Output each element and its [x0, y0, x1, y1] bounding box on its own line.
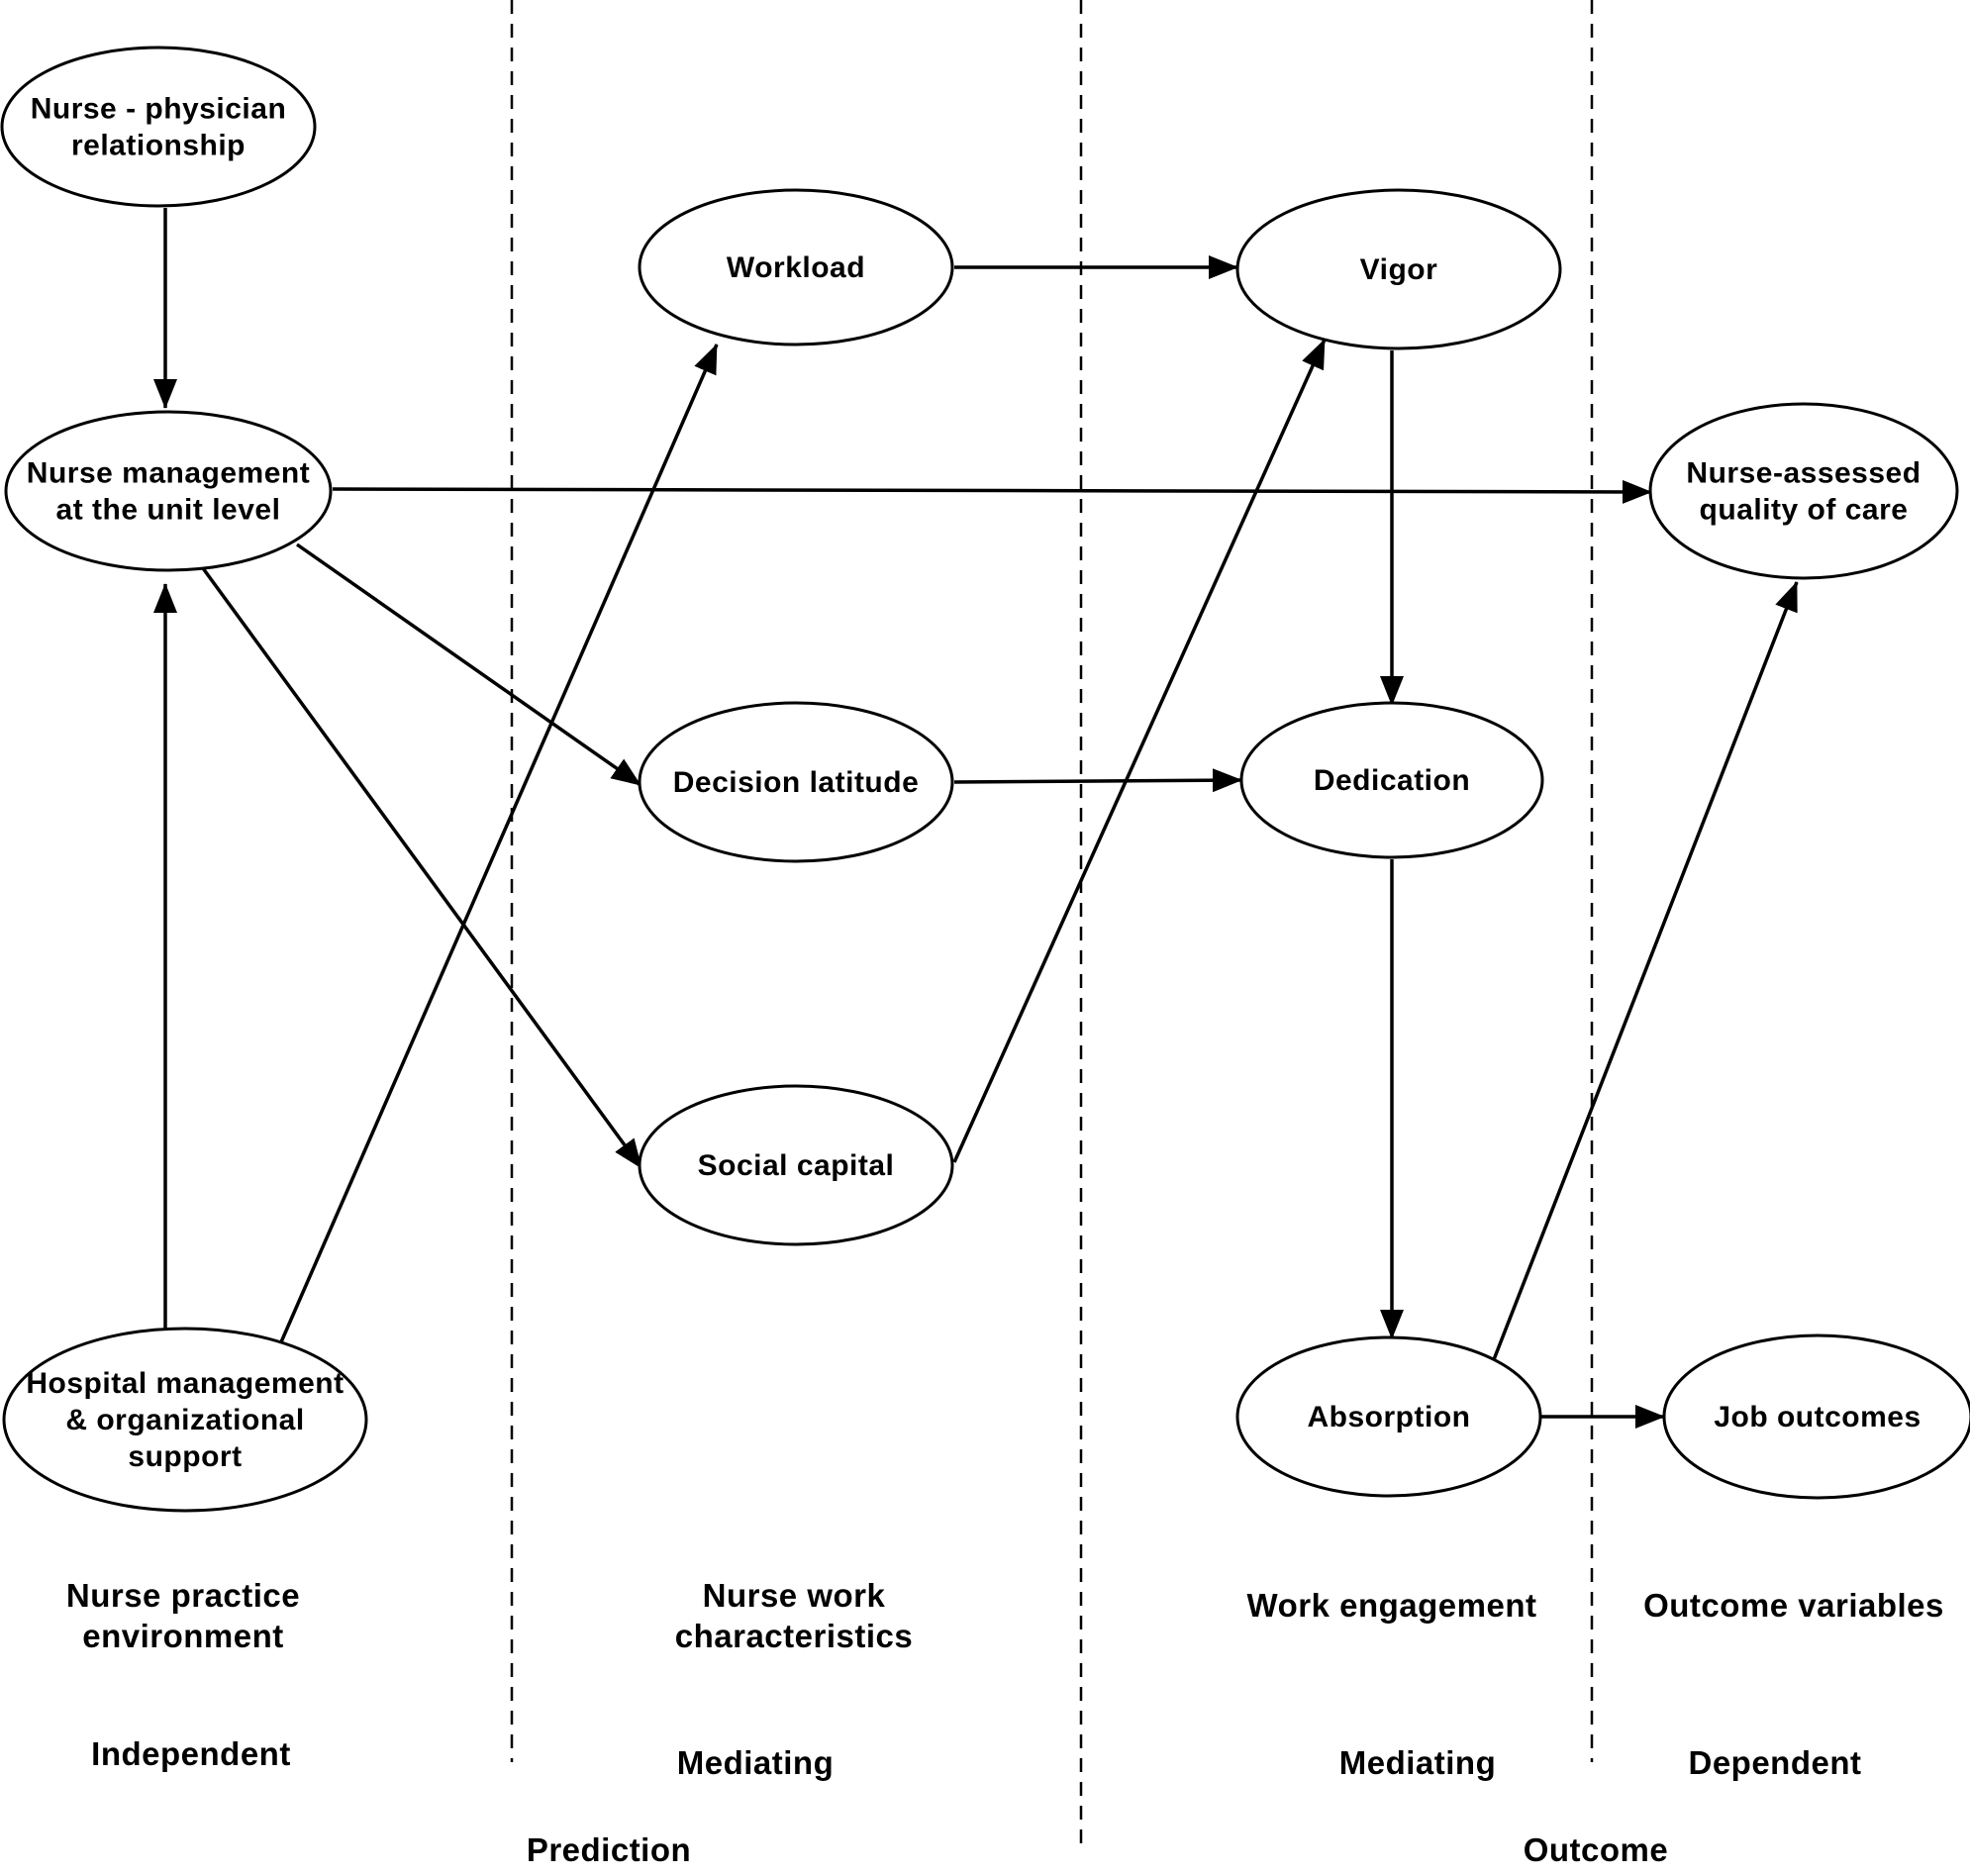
node-vigor-ellipse: [1235, 188, 1562, 350]
node-nurse-management-unit-level-ellipse: [4, 410, 333, 572]
node-job-outcomes-label-line1: Job outcomes: [1714, 1401, 1921, 1433]
node-decision-latitude: Decision latitude: [638, 701, 954, 863]
node-nurse-management-unit-level-label-line1: Nurse management: [27, 457, 310, 490]
node-hospital-management-support-label-line1: Hospital management: [26, 1367, 344, 1400]
column-label-work-characteristics-line2: characteristics: [675, 1618, 913, 1654]
node-hospital-management-support: Hospital management & organizational suppo…: [2, 1327, 368, 1513]
column-label-environment-line1: Nurse practice: [66, 1577, 300, 1614]
arrow-absorption-to-quality-of-care: [1491, 581, 1799, 1363]
node-job-outcomes-ellipse: [1662, 1333, 1970, 1500]
node-decision-latitude-label-line1: Decision latitude: [673, 766, 920, 799]
node-nurse-assessed-quality-of-care-label-line2: quality of care: [1700, 494, 1909, 527]
arrow-decision-latitude-to-dedication: [953, 768, 1242, 793]
node-social-capital-label-line1: Social capital: [698, 1149, 895, 1182]
edges-layer: [153, 208, 1799, 1429]
arrow-nurse-management-to-decision-latitude: [295, 543, 642, 787]
column-work-engagement: Work engagement Mediating: [1247, 1587, 1537, 1781]
node-nurse-physician-relationship: Nurse - physician relationship: [0, 46, 317, 208]
node-decision-latitude-ellipse: [638, 701, 954, 863]
column-label-environment-line2: environment: [82, 1618, 284, 1654]
node-hospital-management-support-label-line2: & organizational: [65, 1404, 304, 1436]
node-workload-ellipse: [638, 188, 954, 346]
column-environment: Nurse practice environment Independent: [66, 1577, 300, 1772]
node-workload: Workload: [638, 188, 954, 346]
node-workload-label-line1: Workload: [727, 251, 865, 284]
arrow-nurse-management-to-quality-of-care: [332, 479, 1652, 504]
arrow-hospital-management-to-workload: [278, 344, 719, 1345]
node-nurse-physician-relationship-label-line2: relationship: [71, 130, 246, 162]
node-dedication-label-line1: Dedication: [1314, 764, 1470, 797]
column-work-characteristics: Nurse work characteristics Mediating: [675, 1577, 913, 1781]
column-outcome-variables: Outcome variables Dependent: [1643, 1587, 1944, 1781]
node-nurse-assessed-quality-of-care: Nurse-assessed quality of care: [1648, 402, 1959, 580]
phase-label-outcome: Outcome: [1524, 1831, 1669, 1868]
node-nurse-management-unit-level-label-line2: at the unit level: [56, 494, 281, 527]
column-role-dependent: Dependent: [1688, 1744, 1861, 1781]
phase-label-prediction: Prediction: [527, 1831, 691, 1868]
node-hospital-management-support-label-line3: support: [128, 1440, 242, 1473]
column-role-mediating-engagement: Mediating: [1339, 1744, 1497, 1781]
node-nurse-physician-relationship-label-line1: Nurse - physician: [31, 93, 287, 126]
column-label-work-characteristics-line1: Nurse work: [703, 1577, 886, 1614]
node-absorption-ellipse: [1235, 1335, 1542, 1498]
column-label-work-engagement: Work engagement: [1247, 1587, 1537, 1624]
node-absorption-label-line1: Absorption: [1308, 1401, 1471, 1433]
column-role-mediating-work: Mediating: [677, 1744, 835, 1781]
node-dedication: Dedication: [1239, 701, 1544, 859]
node-nurse-physician-relationship-ellipse: [0, 46, 317, 208]
node-vigor: Vigor: [1235, 188, 1562, 350]
node-dedication-ellipse: [1239, 701, 1544, 859]
column-role-independent: Independent: [91, 1735, 291, 1772]
node-social-capital: Social capital: [638, 1084, 954, 1246]
node-job-outcomes: Job outcomes: [1662, 1333, 1970, 1500]
column-label-outcome-variables: Outcome variables: [1643, 1587, 1944, 1624]
node-nurse-assessed-quality-of-care-ellipse: [1648, 402, 1959, 580]
node-absorption: Absorption: [1235, 1335, 1542, 1498]
node-hospital-management-support-ellipse: [2, 1327, 368, 1513]
node-nurse-assessed-quality-of-care-label-line1: Nurse-assessed: [1686, 457, 1921, 490]
node-nurse-management-unit-level: Nurse management at the unit level: [4, 410, 333, 572]
arrow-nurse-management-to-social-capital: [201, 566, 643, 1170]
node-vigor-label-line1: Vigor: [1360, 253, 1438, 286]
node-social-capital-ellipse: [638, 1084, 954, 1246]
arrow-social-capital-to-vigor: [952, 339, 1327, 1163]
